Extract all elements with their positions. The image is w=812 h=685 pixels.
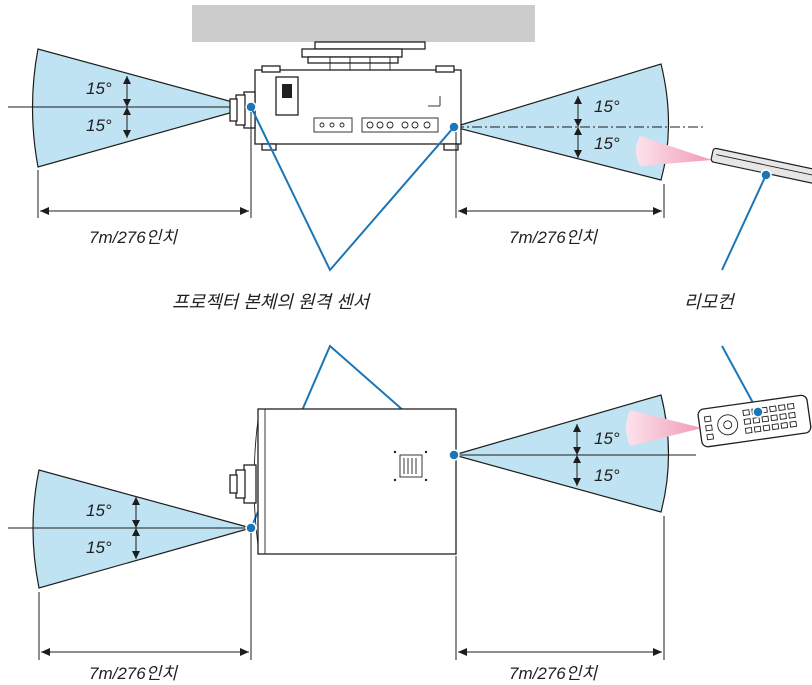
ir-beam-top [636, 136, 712, 166]
sensor-range-cone-bottom-left [32, 469, 254, 589]
angle-label-bottom-left-upper: 15° [86, 501, 112, 520]
remote-control-top [710, 147, 812, 185]
sensor-dot-bottom-front [245, 522, 257, 534]
sensor-dot-bottom-rear [448, 449, 460, 461]
distance-label-top-left: 7m/276인치 [89, 228, 178, 247]
angle-label-bottom-left-lower: 15° [86, 538, 112, 557]
ceiling-mount-view: 15° 15° 15° 15° 7m/276인치 7m/276인치 [8, 5, 812, 247]
sensor-label: 프로젝터 본체의 원격 센서 [172, 292, 372, 312]
angle-arrows-top-left [123, 76, 131, 138]
remote-control-bottom [697, 394, 812, 448]
sensor-range-cone-bottom-right [451, 394, 670, 513]
sensor-range-cone-top-right [451, 63, 670, 181]
distance-dimension-top-right [455, 132, 665, 218]
remote-label: 리모컨 [684, 292, 736, 312]
angle-label-top-left-upper: 15° [86, 79, 112, 98]
distance-label-bottom-left: 7m/276인치 [89, 664, 178, 683]
ceiling-plate [192, 5, 535, 42]
distance-dimension-bottom-right [455, 516, 665, 660]
desk-mount-view: 15° 15° 15° 15° [8, 394, 812, 683]
angle-label-bottom-right-upper: 15° [594, 429, 620, 448]
angle-arrows-top-right [574, 96, 582, 158]
angle-arrows-bottom-left [132, 497, 140, 559]
angle-label-top-right-lower: 15° [594, 134, 620, 153]
distance-label-bottom-right: 7m/276인치 [509, 664, 598, 683]
distance-dimension-top-left [37, 112, 252, 218]
distance-label-top-right: 7m/276인치 [509, 228, 598, 247]
angle-label-top-right-upper: 15° [594, 97, 620, 116]
projector-top-view [229, 408, 457, 555]
ir-beam-bottom [626, 410, 702, 446]
angle-label-top-left-lower: 15° [86, 116, 112, 135]
ceiling-mount-bracket [301, 41, 426, 70]
angle-label-bottom-right-lower: 15° [594, 466, 620, 485]
angle-arrows-bottom-right [573, 424, 581, 486]
remote-sensor-dot-bottom [752, 406, 764, 418]
sensor-range-cone-top-left [31, 48, 254, 168]
distance-dimension-bottom-left [38, 533, 252, 660]
